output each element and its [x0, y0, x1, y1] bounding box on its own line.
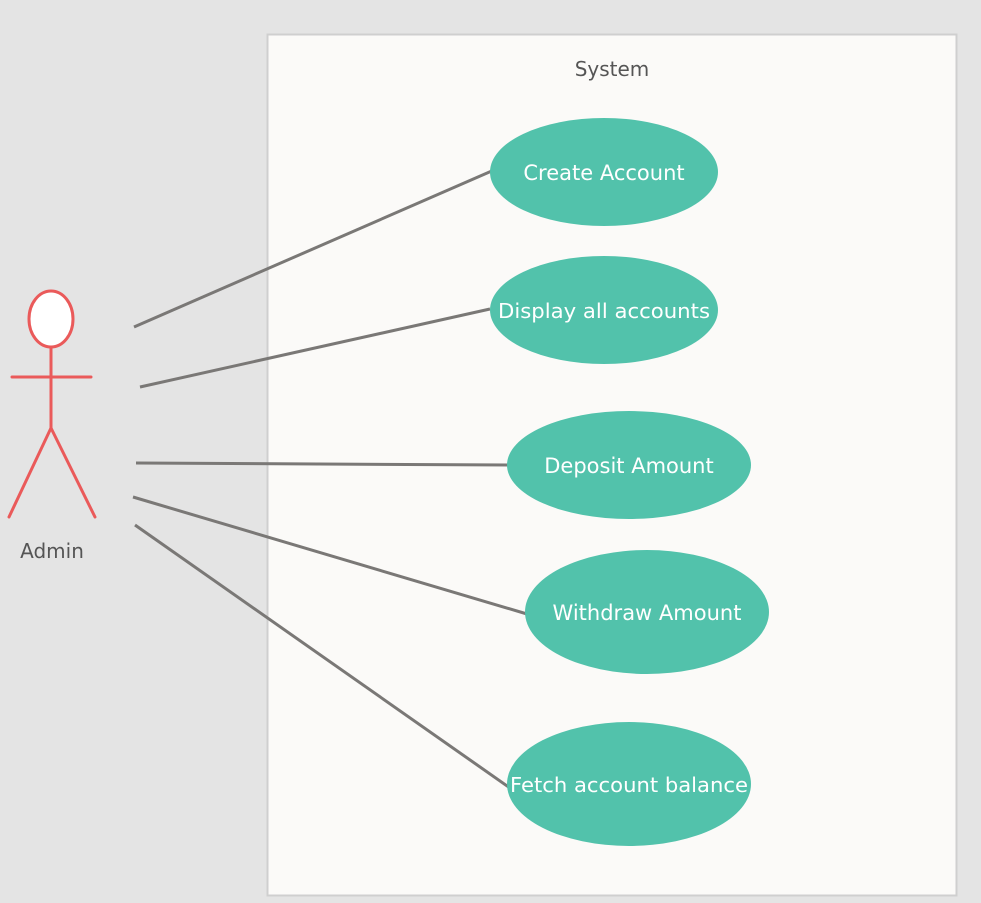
association-line-fetch-account-balance: [134, 523, 511, 790]
association-line-withdraw-amount: [132, 495, 528, 616]
use-case-ellipse: [525, 550, 769, 674]
association-line-display-all-accounts: [139, 307, 491, 389]
use-case-ellipse: [507, 722, 751, 846]
actor-label: Admin: [20, 539, 84, 563]
use-case-ellipse: [490, 256, 718, 364]
actor-admin[interactable]: Admin: [7, 289, 97, 563]
use-case-label: Fetch account balance: [510, 773, 748, 797]
use-case-create-account[interactable]: Create Account: [490, 118, 718, 226]
use-case-label: Deposit Amount: [544, 454, 713, 478]
association-line-deposit-amount: [135, 461, 510, 467]
use-case-display-all-accounts[interactable]: Display all accounts: [490, 256, 718, 364]
stick-figure-actor-icon: [7, 289, 97, 519]
use-case-withdraw-amount[interactable]: Withdraw Amount: [525, 550, 769, 674]
use-case-label: Display all accounts: [498, 299, 710, 323]
use-case-deposit-amount[interactable]: Deposit Amount: [507, 411, 751, 519]
association-lines: [132, 168, 528, 790]
use-case-label: Create Account: [523, 161, 684, 185]
use-case-ellipse: [490, 118, 718, 226]
association-line-create-account: [133, 168, 495, 329]
use-case-ellipse: [507, 411, 751, 519]
system-boundary-label: System: [575, 57, 650, 81]
use-case-fetch-account-balance[interactable]: Fetch account balance: [507, 722, 751, 846]
use-case-label: Withdraw Amount: [553, 601, 742, 625]
